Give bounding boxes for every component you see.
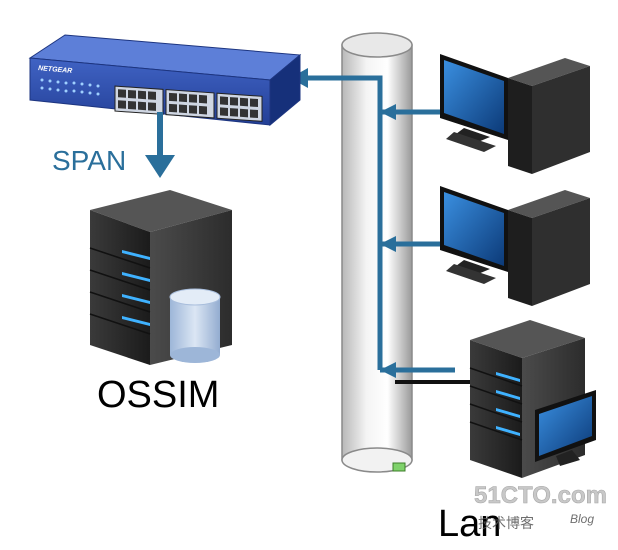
- lan-server-leds: [496, 372, 520, 436]
- watermark-site: 51CTO.com: [474, 482, 607, 509]
- ossim-server-bays: [89, 247, 151, 335]
- lan-backbone-pipe: [341, 32, 413, 473]
- mirror-arrows: [300, 75, 455, 373]
- pipe-port-icon: [392, 462, 406, 472]
- lan-server-bays: [469, 367, 523, 441]
- lan-label: Lan: [438, 503, 501, 545]
- watermark-blog: Blog: [570, 512, 594, 526]
- network-switch: NETGEAR: [28, 34, 302, 127]
- ossim-label: OSSIM: [97, 374, 219, 416]
- arrow-left-icon: [380, 236, 396, 252]
- watermark: 51CTO.com 技术博客 Blog: [474, 482, 608, 531]
- lan-server: [469, 320, 596, 478]
- uplink-arrow: [300, 75, 383, 370]
- switch-leds: [40, 78, 100, 96]
- watermark-sub: 技术博客: [478, 515, 534, 531]
- workstation-2: [440, 186, 590, 306]
- arrow-left-icon: [380, 362, 396, 378]
- database-icon: [169, 288, 221, 363]
- workstation-1: [440, 54, 590, 174]
- ossim-server-leds: [122, 250, 150, 326]
- span-arrow: [145, 112, 175, 178]
- arrow-left-icon: [380, 104, 396, 120]
- span-label: SPAN: [52, 145, 126, 176]
- switch-port-holes: [118, 89, 258, 119]
- switch-brand: NETGEAR: [38, 65, 73, 75]
